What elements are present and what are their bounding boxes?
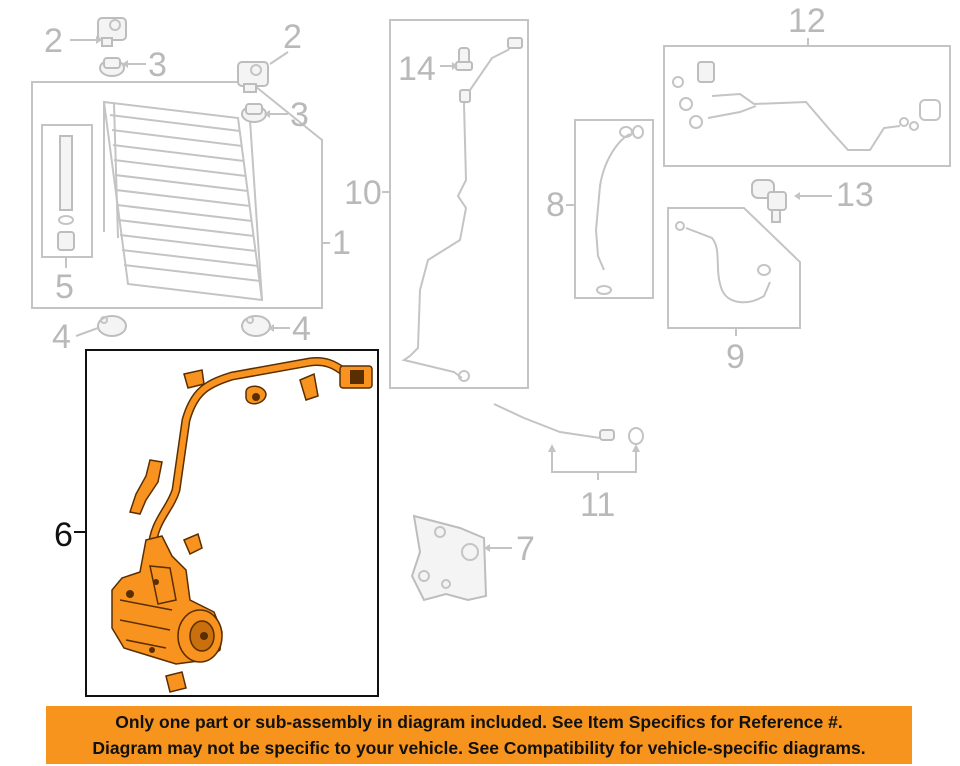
- mount-4a: [97, 315, 127, 337]
- callout-5: 5: [55, 268, 74, 306]
- callout-6: 6: [54, 516, 73, 554]
- notice-banner: Only one part or sub-assembly in diagram…: [46, 706, 912, 764]
- suction-hose-8: [574, 119, 654, 299]
- callout-8: 8: [546, 186, 565, 224]
- callout-3b: 3: [290, 96, 309, 134]
- mount-4b: [241, 315, 271, 337]
- compressor-assembly-6: [85, 349, 379, 697]
- callout-1: 1: [332, 224, 351, 262]
- cap-3b: [241, 103, 267, 123]
- callout-9: 9: [726, 338, 745, 376]
- pipe-11: [493, 403, 644, 480]
- condenser-assembly: [31, 81, 323, 309]
- cap-3a: [99, 57, 125, 77]
- valve-13: [751, 179, 787, 223]
- callout-12: 12: [788, 2, 826, 40]
- callout-2a: 2: [44, 22, 63, 60]
- liquid-line-12: [663, 45, 951, 167]
- discharge-line-assembly: [389, 19, 529, 389]
- callout-11: 11: [580, 486, 615, 524]
- callout-10: 10: [344, 174, 382, 212]
- hose-9: [667, 207, 801, 329]
- callout-14: 14: [398, 50, 436, 88]
- callout-13: 13: [836, 176, 874, 214]
- pressure-sensor-2a: [97, 17, 127, 47]
- bracket-7: [410, 514, 488, 602]
- notice-line-1: Only one part or sub-assembly in diagram…: [115, 712, 843, 732]
- pressure-sensor-2b: [237, 61, 269, 93]
- callout-7: 7: [516, 530, 535, 568]
- callout-3a: 3: [148, 46, 167, 84]
- notice-line-2: Diagram may not be specific to your vehi…: [92, 738, 866, 758]
- callout-2b: 2: [283, 18, 302, 56]
- callout-4b: 4: [292, 310, 311, 348]
- callout-4a: 4: [52, 318, 71, 356]
